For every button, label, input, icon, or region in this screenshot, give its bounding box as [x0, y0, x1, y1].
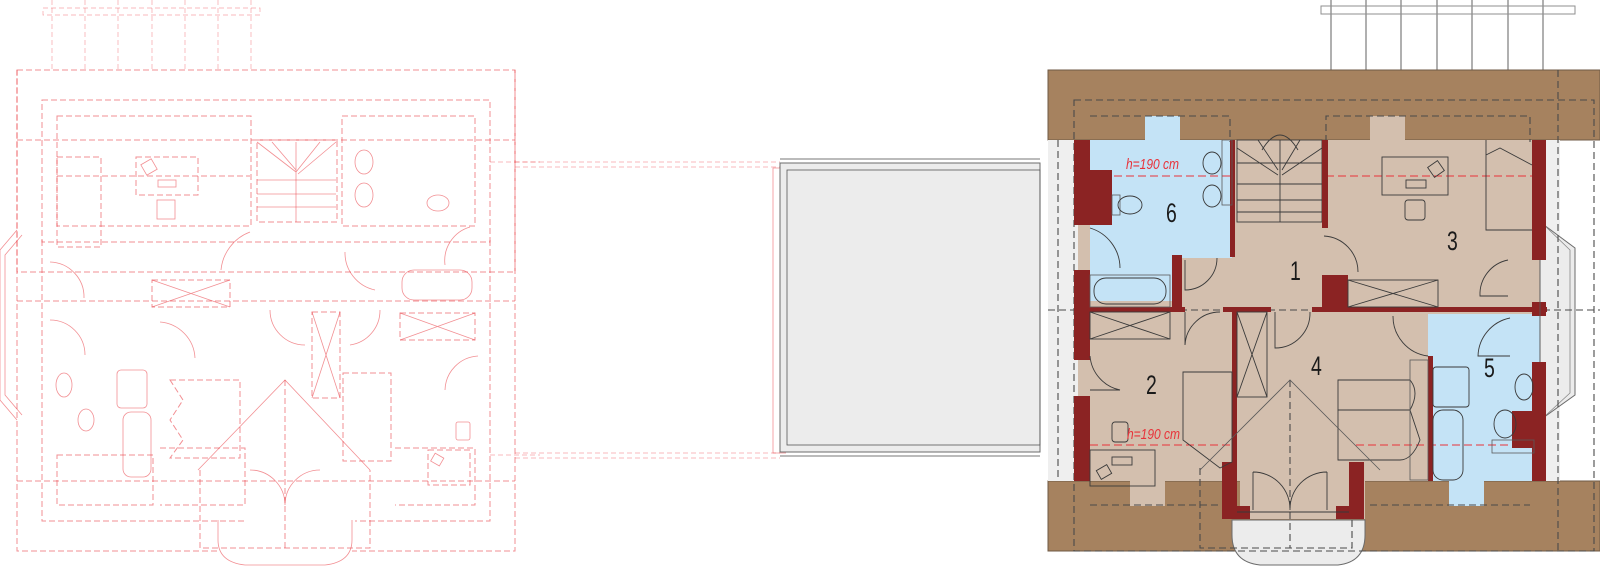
terrace — [779, 158, 1041, 457]
room-number-5: 5 — [1484, 353, 1495, 383]
room-number-3: 3 — [1447, 226, 1458, 256]
ghost-lower-floor-plan — [0, 0, 786, 566]
staircase — [1236, 134, 1323, 223]
pergola — [1320, 0, 1576, 70]
room-number-2: 2 — [1146, 370, 1157, 400]
attic-plan — [1047, 69, 1600, 566]
walls — [1074, 140, 1547, 519]
height-note-top: h=190 cm — [1126, 156, 1180, 173]
room-number-1: 1 — [1290, 256, 1301, 286]
height-note-bottom: h=190 cm — [1127, 426, 1181, 443]
room-number-4: 4 — [1311, 351, 1322, 381]
fixtures — [1089, 139, 1541, 513]
room-number-6: 6 — [1166, 198, 1177, 228]
